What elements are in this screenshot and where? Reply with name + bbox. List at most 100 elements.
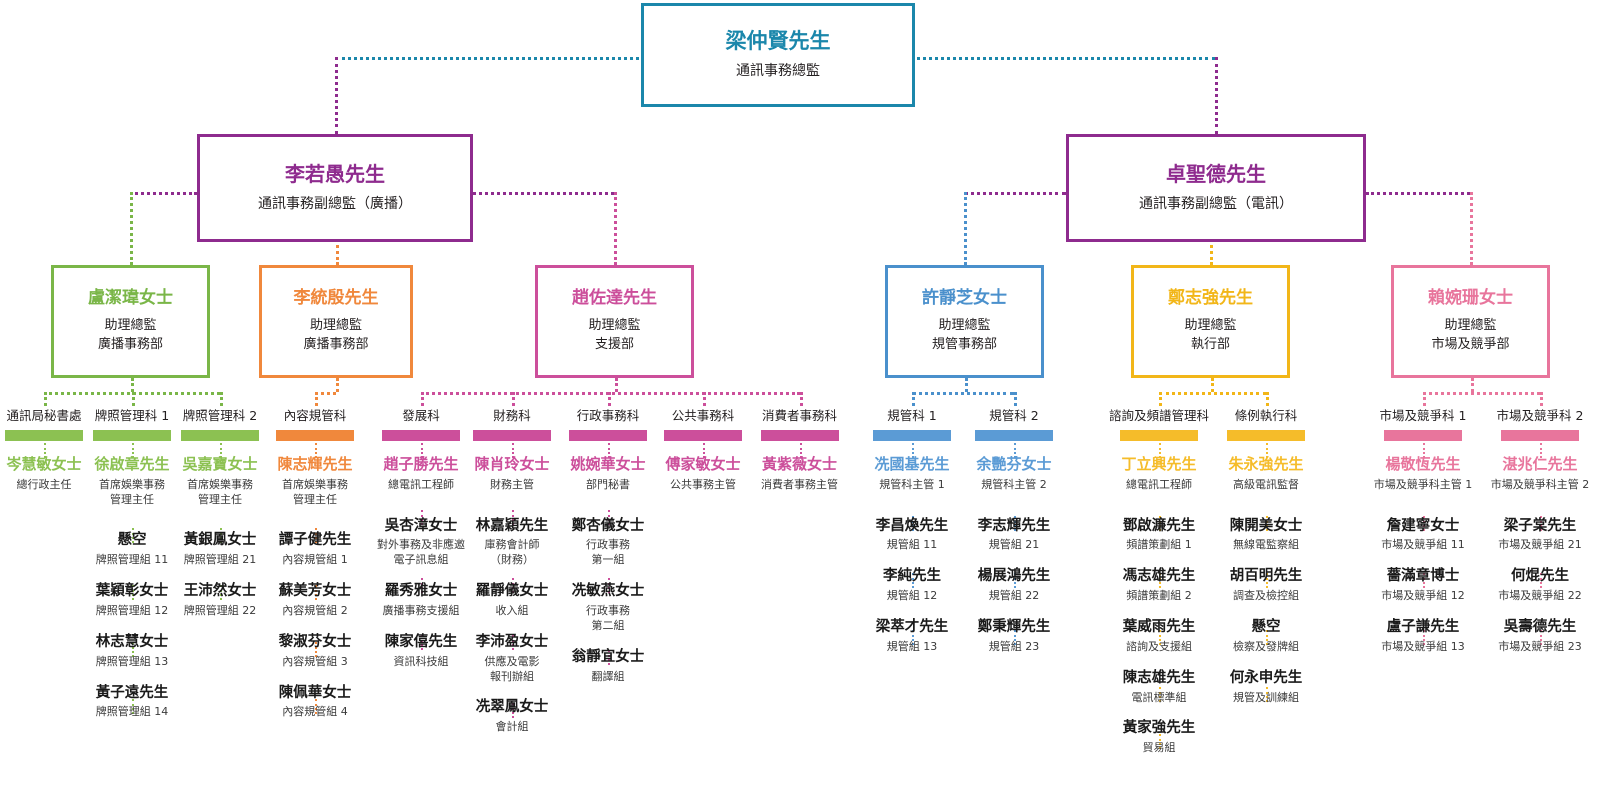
- person-name: 梁萃才先生: [875, 618, 949, 635]
- connector-line-vertical: [220, 585, 222, 600]
- connector-line-vertical: [912, 573, 914, 588]
- person-role: 牌照管理組 12: [95, 603, 169, 617]
- department-column: 消費者事務科黃紫薇女士消費者事務主管: [752, 408, 847, 503]
- department-column: 財務科陳肖玲女士財務主管林嘉穎先生庫務會計師 （財務）羅靜儀女士收入組李沛盈女士…: [466, 408, 558, 735]
- department-head: 徐啟章先生首席娛樂事務 管理主任: [88, 455, 176, 507]
- connector-line-vertical: [132, 585, 134, 600]
- department-color-bar: [664, 430, 742, 442]
- person-name: 鄭秉輝先生: [977, 618, 1051, 635]
- connector-line-vertical: [1540, 443, 1542, 458]
- person-role: 頻譜策劃組 2: [1126, 589, 1192, 603]
- staff-member: 懸空檢察及發牌組: [1218, 618, 1314, 655]
- department-head: 黃紫薇女士消費者事務主管: [752, 455, 847, 492]
- connector-line-vertical: [315, 443, 317, 458]
- staff-member: 吳杏漳女士對外事務及非應邀 電子訊息組: [375, 517, 467, 569]
- department-label: 諮詢及頻譜管理科: [1108, 408, 1209, 423]
- connector-line-vertical: [315, 699, 317, 714]
- person-role: 會計組: [495, 720, 529, 734]
- connector-line-vertical: [1159, 392, 1162, 406]
- connector-line-vertical: [1014, 573, 1016, 588]
- department-label: 財務科: [493, 408, 531, 423]
- department-head: 岑慧敏女士總行政主任: [0, 455, 88, 492]
- connector-line-horizontal: [964, 192, 1066, 195]
- connector-line-vertical: [335, 57, 338, 134]
- department-head: 傅家敏女士公共事務主管: [657, 455, 749, 492]
- connector-line-vertical: [1159, 630, 1161, 645]
- person-name: 詹建寧女士: [1386, 517, 1460, 534]
- person-role: 公共事務主管: [670, 477, 736, 491]
- person-role: 電訊標準組: [1131, 690, 1187, 704]
- department-color-bar: [382, 430, 460, 442]
- person-role: 貿易組: [1142, 741, 1176, 755]
- staff-member: 林志慧女士牌照管理組 13: [88, 633, 176, 670]
- person-role: 財務主管: [490, 477, 534, 491]
- department-color-bar: [93, 430, 171, 442]
- assistant-director-title-1: 助理總監: [1444, 317, 1497, 333]
- staff-member: 黃子遠先生牌照管理組 14: [88, 684, 176, 721]
- connector-line-vertical: [1470, 378, 1474, 392]
- person-role: 牌照管理組 21: [183, 553, 257, 567]
- person-name: 翁靜宜女士: [571, 648, 645, 665]
- department-color-bar: [975, 430, 1053, 442]
- person-role: 行政事務 第一組: [586, 538, 630, 567]
- department-label: 內容規管科: [283, 408, 347, 423]
- connector-line-vertical: [512, 510, 514, 525]
- department-column: 條例執行科朱永強先生高級電訊監督陳開美女士無線電監察組胡百明先生調查及檢控組懸空…: [1218, 408, 1314, 705]
- connector-line-vertical: [336, 378, 339, 392]
- staff-member: 盧子謙先生市場及競爭組 13: [1368, 618, 1478, 655]
- staff-member: 冼敏燕女士行政事務 第二組: [562, 582, 654, 634]
- staff-member: 羅秀雅女士廣播事務支援組: [375, 582, 467, 619]
- assistant-director-title-2: 支援部: [594, 337, 634, 353]
- person-name: 冼翠鳳女士: [475, 699, 549, 716]
- department-label: 牌照管理科 2: [182, 408, 258, 423]
- person-role: 消費者事務主管: [761, 477, 838, 491]
- connector-line-vertical: [1266, 392, 1269, 406]
- staff-member: 陳佩華女士內容規管組 4: [269, 684, 361, 721]
- connector-line-vertical: [512, 392, 515, 406]
- connector-line-vertical: [1540, 516, 1542, 531]
- connector-line-vertical: [132, 443, 134, 458]
- person-role: 翻譯組: [591, 669, 625, 683]
- staff-member: 詹建寧女士市場及競爭組 11: [1368, 517, 1478, 554]
- deputy-name: 李若愚先生: [285, 161, 385, 186]
- staff-member: 陳開美女士無線電監察組: [1218, 517, 1314, 554]
- department-head: 陳志輝先生首席娛樂事務 管理主任: [269, 455, 361, 507]
- person-role: 規管組 21: [988, 538, 1040, 552]
- person-name: 姚婉華女士: [570, 455, 646, 474]
- staff-member: 葉穎彰女士牌照管理組 12: [88, 582, 176, 619]
- connector-line-vertical: [512, 443, 514, 458]
- person-name: 黃家強先生: [1122, 720, 1196, 737]
- person-role: 內容規管組 2: [282, 603, 348, 617]
- connector-line-vertical: [1210, 378, 1214, 392]
- connector-line-vertical: [220, 443, 222, 458]
- person-name: 何永申先生: [1229, 669, 1303, 686]
- person-name: 陳志輝先生: [277, 455, 353, 474]
- person-role: 收入組: [495, 603, 529, 617]
- staff-member: 胡百明先生調查及檢控組: [1218, 567, 1314, 604]
- connector-line-horizontal: [1423, 392, 1540, 395]
- person-role: 高級電訊監督: [1233, 477, 1299, 491]
- connector-line-vertical: [1215, 57, 1218, 134]
- connector-line-vertical: [614, 378, 618, 392]
- department-column: 公共事務科傅家敏女士公共事務主管: [657, 408, 749, 503]
- person-role: 規管組 12: [886, 589, 938, 603]
- department-color-bar: [1227, 430, 1305, 442]
- staff-member: 葉威雨先生諮詢及支援組: [1104, 618, 1214, 655]
- connector-line-vertical: [1423, 516, 1425, 531]
- connector-line-vertical: [608, 578, 610, 593]
- connector-line-vertical: [44, 443, 46, 458]
- staff-member: 林嘉穎先生庫務會計師 （財務）: [466, 517, 558, 569]
- staff-member: 黃家強先生貿易組: [1104, 719, 1214, 756]
- deputy-title: 通訊事務副總監（電訊）: [1139, 195, 1293, 212]
- connector-line-vertical: [964, 378, 968, 392]
- connector-line-vertical: [512, 635, 514, 650]
- person-role: 調查及檢控組: [1233, 589, 1299, 603]
- department-color-bar: [181, 430, 259, 442]
- connector-line-vertical: [44, 392, 47, 406]
- person-role: 總行政主任: [16, 477, 72, 491]
- assistant-director-name: 盧潔瑋女士: [88, 288, 173, 309]
- department-color-bar: [1501, 430, 1579, 442]
